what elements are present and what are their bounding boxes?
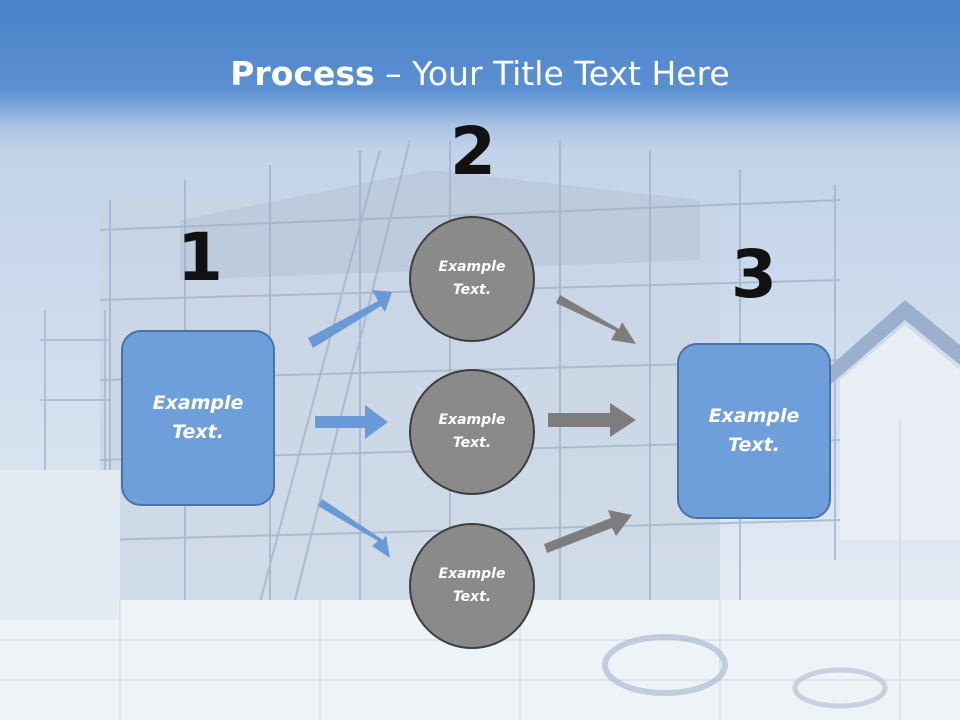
right-box-line-1: Example bbox=[708, 405, 800, 427]
arrow-circle-1-to-right bbox=[556, 295, 636, 344]
arrow-left-to-circle-3 bbox=[318, 499, 390, 558]
left-box-line-2: Text. bbox=[172, 421, 224, 443]
left-box-text: Example Text. bbox=[153, 389, 244, 447]
arrow-left-to-circle-1 bbox=[308, 290, 392, 348]
step-number-1: 1 bbox=[177, 219, 223, 296]
right-box-line-2: Text. bbox=[728, 434, 780, 456]
circle-1-text: Example Text. bbox=[439, 256, 506, 302]
circle-3-line-1: Example bbox=[438, 566, 506, 582]
left-box-line-1: Example bbox=[152, 392, 244, 414]
circle-1-line-1: Example bbox=[438, 259, 506, 275]
left-box[interactable]: Example Text. bbox=[121, 330, 275, 506]
circle-2[interactable]: Example Text. bbox=[409, 369, 535, 495]
slide-title: Process – Your Title Text Here bbox=[0, 52, 960, 96]
step-number-2: 2 bbox=[450, 113, 496, 190]
title-bold: Process bbox=[230, 54, 375, 93]
title-band bbox=[0, 0, 960, 150]
circle-1-line-2: Text. bbox=[452, 282, 492, 298]
right-box[interactable]: Example Text. bbox=[677, 343, 831, 519]
circle-3[interactable]: Example Text. bbox=[409, 523, 535, 649]
circle-2-line-1: Example bbox=[438, 412, 506, 428]
right-box-text: Example Text. bbox=[709, 402, 800, 460]
circle-3-text: Example Text. bbox=[439, 563, 506, 609]
circle-3-line-2: Text. bbox=[452, 589, 492, 605]
arrow-circle-3-to-right bbox=[544, 510, 632, 553]
circle-1[interactable]: Example Text. bbox=[409, 216, 535, 342]
step-number-3: 3 bbox=[731, 236, 777, 313]
circle-2-line-2: Text. bbox=[452, 435, 492, 451]
arrow-circle-2-to-right bbox=[548, 403, 636, 437]
title-rest: – Your Title Text Here bbox=[374, 54, 730, 93]
circle-2-text: Example Text. bbox=[439, 409, 506, 455]
arrow-left-to-circle-2 bbox=[315, 405, 388, 439]
